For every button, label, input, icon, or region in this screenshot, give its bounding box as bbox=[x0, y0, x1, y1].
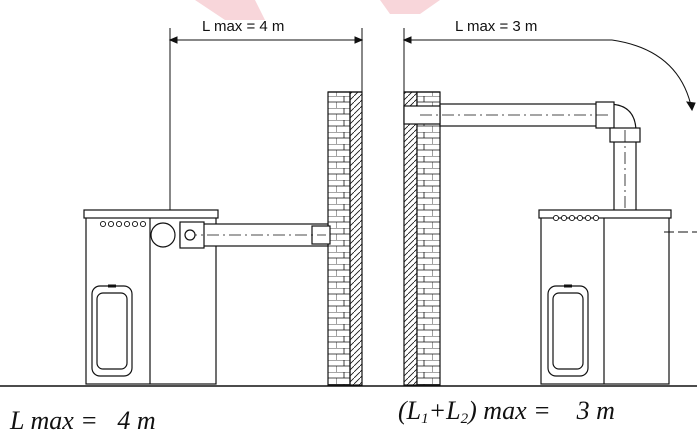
caption-right-plus: +L bbox=[428, 396, 461, 425]
caption-left: L max = 4 m bbox=[10, 406, 156, 435]
caption-right: (L1+L2) max = 3 m bbox=[398, 398, 615, 427]
caption-right-close: ) max = 3 m bbox=[468, 396, 615, 425]
left-wall bbox=[327, 91, 363, 386]
left-boiler-controls bbox=[99, 220, 147, 228]
left-boiler bbox=[83, 209, 219, 385]
right-wall bbox=[403, 91, 441, 386]
caption-right-sub1: 1 bbox=[421, 411, 429, 427]
right-dimension bbox=[402, 28, 696, 112]
right-boiler-controls bbox=[552, 214, 600, 222]
left-dimension bbox=[168, 28, 364, 228]
right-boiler bbox=[538, 209, 672, 385]
caption-right-sub2: 2 bbox=[460, 411, 469, 427]
left-dimension-label: L max = 4 m bbox=[202, 18, 284, 35]
right-dimension-label: L max = 3 m bbox=[455, 18, 537, 35]
left-flue bbox=[150, 221, 331, 249]
caption-right-open: (L bbox=[398, 396, 422, 425]
watermark bbox=[195, 0, 440, 20]
